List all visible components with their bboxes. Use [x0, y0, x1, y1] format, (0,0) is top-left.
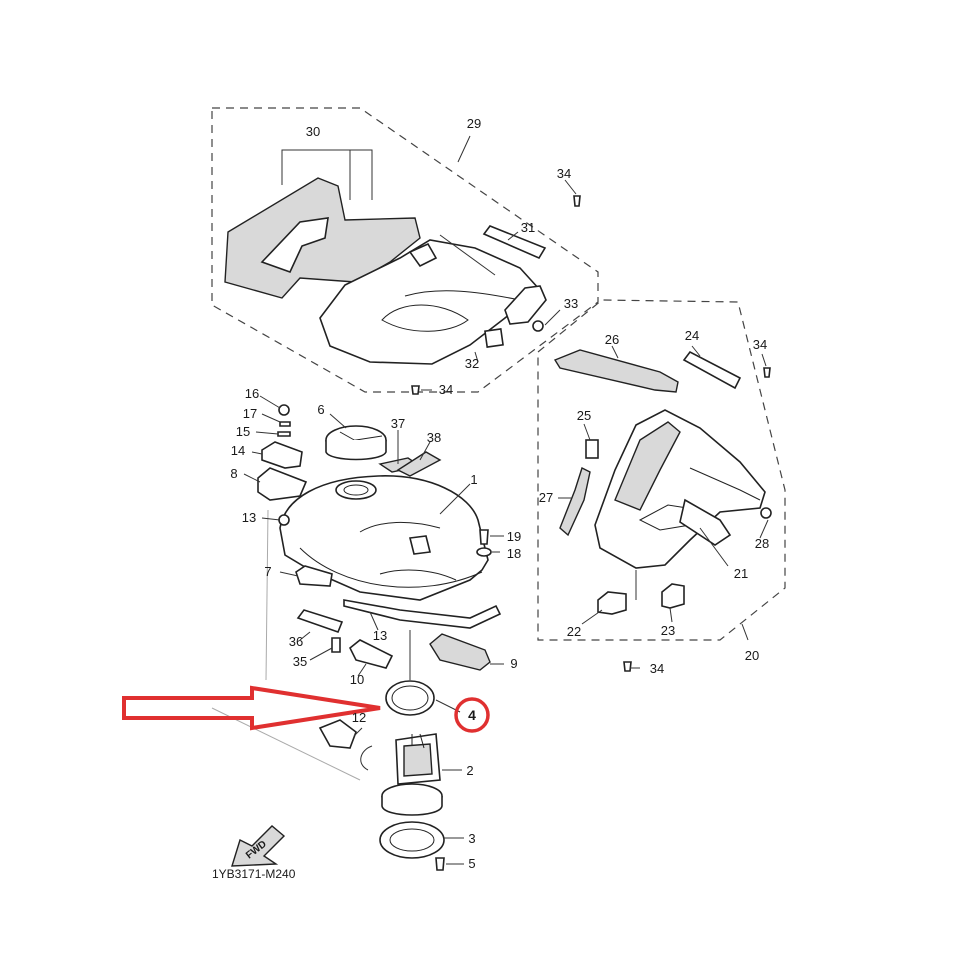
part-15-spring — [277, 431, 291, 437]
callout-37: 37 — [391, 416, 405, 431]
part-5-bolt — [435, 857, 445, 871]
callout-6: 6 — [317, 402, 324, 417]
callout-19: 19 — [507, 529, 521, 544]
part-34-screw-side — [763, 367, 771, 378]
callout-27: 27 — [539, 490, 553, 505]
part-3-ring — [379, 821, 445, 859]
part-35-clip — [331, 637, 341, 653]
callout-34-side: 34 — [753, 337, 767, 352]
part-28-grommet — [760, 507, 772, 519]
part-38-pad — [396, 451, 442, 477]
callout-21: 21 — [734, 566, 748, 581]
part-21-pad — [679, 498, 732, 546]
callout-29: 29 — [467, 116, 481, 131]
part-17-washer — [279, 421, 291, 427]
callout-33: 33 — [564, 296, 578, 311]
callout-32: 32 — [465, 356, 479, 371]
part-13-strip — [343, 599, 502, 629]
part-31-pad — [482, 225, 547, 260]
part-25-pad — [585, 439, 599, 459]
callout-16: 16 — [245, 386, 259, 401]
callout-34-cover: 34 — [439, 382, 453, 397]
group-29-boundary — [211, 107, 599, 393]
callout-20: 20 — [745, 648, 759, 663]
callout-14: 14 — [231, 443, 245, 458]
callout-23: 23 — [661, 623, 675, 638]
part-14-hinge — [261, 441, 303, 469]
callout-34-bottom: 34 — [650, 661, 664, 676]
callout-31: 31 — [521, 220, 535, 235]
part-29-cover-logo — [408, 242, 438, 268]
highlighted-part-number: 4 — [468, 707, 476, 723]
fwd-indicator: FWD — [231, 825, 286, 867]
callout-26: 26 — [605, 332, 619, 347]
part-12-hose-fitting — [318, 719, 357, 749]
callout-25: 25 — [577, 408, 591, 423]
callout-34-top: 34 — [557, 166, 571, 181]
callout-12: 12 — [352, 710, 366, 725]
fuel-tank-assembly — [211, 395, 504, 871]
part-36-strip — [296, 609, 344, 634]
part-34-screw-top — [573, 195, 581, 207]
part-2-fuel-pump — [381, 733, 443, 816]
callout-2: 2 — [466, 763, 473, 778]
drawing-code: 1YB3171-M240 — [212, 867, 296, 881]
callout-13-top: 13 — [242, 510, 256, 525]
group-29-tank-cover — [211, 107, 599, 395]
group-20-side-cover — [537, 299, 786, 672]
callout-30: 30 — [306, 124, 320, 139]
part-33-nut — [532, 320, 544, 332]
part-8-bracket — [257, 467, 308, 501]
part-34-screw-bottom — [623, 661, 632, 672]
part-16-bolt — [278, 404, 290, 416]
part-24-strip — [682, 350, 742, 390]
part-29-bracket — [504, 285, 547, 325]
callout-28: 28 — [755, 536, 769, 551]
group-20-boundary — [537, 299, 786, 641]
callout-22: 22 — [567, 624, 581, 639]
callout-13-bottom: 13 — [373, 628, 387, 643]
part-27-strip — [559, 467, 591, 537]
part-1-tank-label — [409, 535, 431, 555]
part-29-cover-line — [404, 290, 521, 301]
callout-24: 24 — [685, 328, 699, 343]
callout-8: 8 — [230, 466, 237, 481]
red-pointer-arrow-icon — [122, 685, 381, 731]
part-9-pad — [429, 633, 491, 671]
callout-18: 18 — [507, 546, 521, 561]
callout-1: 1 — [470, 472, 477, 487]
callout-36: 36 — [289, 634, 303, 649]
highlight-circle — [454, 697, 490, 733]
fwd-arrow-icon — [231, 825, 286, 867]
part-32-pad — [484, 328, 504, 348]
callout-38: 38 — [427, 430, 441, 445]
callout-15: 15 — [236, 424, 250, 439]
part-23-clip — [661, 583, 685, 609]
callout-9: 9 — [510, 656, 517, 671]
part-7-bracket — [295, 565, 333, 587]
part-22-clip — [597, 591, 627, 615]
part-20-cover-stripe — [614, 421, 681, 511]
callout-labels: 29 30 34 31 33 32 34 26 24 34 25 27 28 2… — [230, 116, 769, 871]
part-34-screw-cover — [411, 385, 420, 395]
part-18-washer — [476, 547, 492, 557]
callout-5: 5 — [468, 856, 475, 871]
part-26-strip — [553, 349, 679, 393]
callout-3: 3 — [468, 831, 475, 846]
callout-35: 35 — [293, 654, 307, 669]
part-30-decal-inner — [260, 217, 329, 273]
part-19-bolt — [479, 529, 489, 545]
part-1-filler-neck — [335, 480, 377, 500]
callout-7: 7 — [264, 564, 271, 579]
callout-17: 17 — [243, 406, 257, 421]
part-29-cover-groove — [381, 304, 469, 332]
part-1-fuel-tank — [279, 475, 489, 601]
part-10-plate — [348, 639, 394, 669]
callout-10: 10 — [350, 672, 364, 687]
highlight-annotation: 4 — [122, 685, 490, 733]
part-13-grommet-top — [278, 514, 290, 526]
